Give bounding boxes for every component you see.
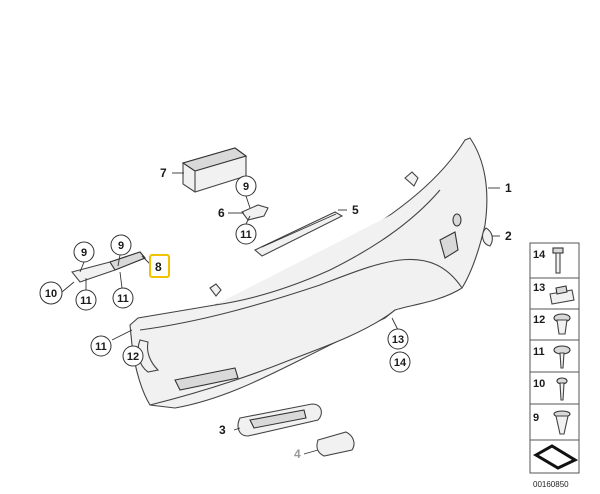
callout-9-a[interactable]: 9 [243, 181, 249, 193]
circled-callouts: 9 11 9 9 10 11 11 11 12 13 14 [39, 175, 411, 373]
clip-nut-icon [549, 285, 575, 305]
callout-3[interactable]: 3 [219, 423, 226, 437]
callout-11-c[interactable]: 11 [117, 293, 129, 305]
rear-bumper-part[interactable] [129, 137, 488, 409]
callout-10[interactable]: 10 [45, 288, 57, 300]
callout-6[interactable]: 6 [218, 206, 225, 220]
small-clip-part[interactable] [241, 204, 269, 221]
legend-item-14-label: 14 [533, 249, 546, 261]
legend-item-9-label: 9 [533, 412, 539, 424]
tow-hook-cover-part[interactable] [481, 227, 493, 247]
push-clip-icon [553, 410, 571, 435]
callout-12[interactable]: 12 [127, 351, 139, 363]
callout-9-c[interactable]: 9 [118, 240, 124, 252]
callout-11-a[interactable]: 11 [240, 229, 252, 241]
screw-icon [556, 377, 568, 401]
bracket-part[interactable] [71, 251, 146, 283]
callout-2[interactable]: 2 [505, 229, 512, 243]
highlight-box-part-8 [149, 254, 170, 278]
rivet-icon [553, 313, 571, 335]
guide-strip-part[interactable] [253, 211, 344, 257]
pictogram-icon [532, 444, 579, 470]
callout-11-b[interactable]: 11 [80, 295, 92, 307]
callout-9-b[interactable]: 9 [81, 247, 87, 259]
legend-item-13-label: 13 [533, 282, 545, 294]
callout-14[interactable]: 14 [394, 357, 407, 369]
fastener-legend: 14 13 12 11 10 9 [529, 242, 580, 474]
callout-7[interactable]: 7 [160, 166, 167, 180]
callout-5[interactable]: 5 [352, 203, 359, 217]
callout-13[interactable]: 13 [392, 334, 404, 346]
cover-part[interactable] [316, 431, 355, 457]
callout-11-d[interactable]: 11 [95, 341, 107, 353]
washer-screw-icon [553, 345, 571, 369]
reflector-part[interactable] [237, 403, 322, 437]
legend-item-11-label: 11 [533, 346, 545, 358]
legend-item-10-label: 10 [533, 378, 545, 390]
diagram-id: 00160850 [533, 480, 569, 489]
legend-item-12-label: 12 [533, 314, 545, 326]
callout-4[interactable]: 4 [294, 447, 301, 461]
bolt-icon [552, 247, 564, 274]
callout-8[interactable]: 8 [155, 260, 162, 274]
callout-1[interactable]: 1 [505, 181, 512, 195]
